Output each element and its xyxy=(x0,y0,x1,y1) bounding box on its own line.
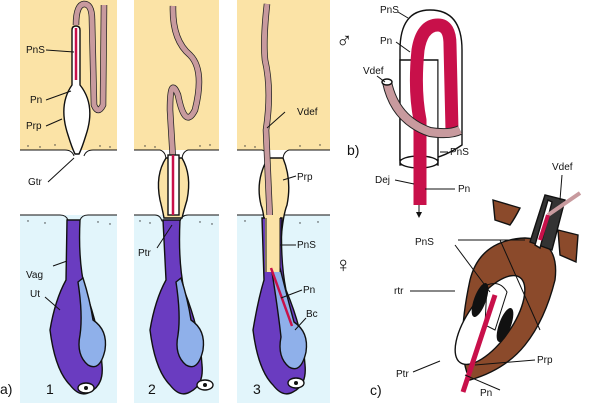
label-a-Prp: Prp xyxy=(26,121,42,132)
vagina-2 xyxy=(149,219,214,395)
label-b-Pn-bottom: Pn xyxy=(458,184,470,195)
panel-b: PnS Pn Vdef PnS Dej Pn b) ♂ xyxy=(336,5,470,218)
penis-3 xyxy=(269,267,294,327)
label-a-Pn3: Pn xyxy=(303,285,315,296)
male-symbol: ♂ xyxy=(336,28,353,53)
label-a-Bc: Bc xyxy=(306,309,318,320)
label-b-Dej: Dej xyxy=(375,175,390,186)
panel-c-label: c) xyxy=(370,382,382,398)
leader-lines-a xyxy=(44,49,307,331)
label-b-Pn-top: Pn xyxy=(380,36,392,47)
label-b-PnS-top: PnS xyxy=(380,5,399,16)
leader-lines-b xyxy=(376,11,455,190)
label-a-Gtr: Gtr xyxy=(28,177,43,188)
panel-a: PnS Pn Prp Gtr Vag Ut Ptr Vdef Prp PnS P… xyxy=(0,0,330,403)
label-a-Vag: Vag xyxy=(26,270,43,281)
label-a-Ptr: Ptr xyxy=(138,248,151,259)
label-a-Prp3: Prp xyxy=(297,172,313,183)
preputium-flap-left xyxy=(492,199,521,226)
stage-3-label: 3 xyxy=(253,381,261,397)
panel-a-label: a) xyxy=(0,381,12,397)
label-b-Vdef: Vdef xyxy=(363,66,384,77)
label-c-Vdef: Vdef xyxy=(552,162,573,173)
label-c-Ptr: Ptr xyxy=(396,369,409,380)
tissue-dots xyxy=(27,144,321,225)
vagina-1 xyxy=(49,219,107,395)
penis-c xyxy=(460,294,498,393)
label-b-PnS-bottom: PnS xyxy=(450,147,469,158)
panel-c: Vdef PnS rtr Ptr Pn Prp c) ♀ xyxy=(335,162,582,399)
label-c-rtr: rtr xyxy=(394,286,404,297)
stage-2-label: 2 xyxy=(148,381,156,397)
vas-deferens-c xyxy=(546,191,582,217)
preputium-1 xyxy=(63,25,91,155)
label-c-Pn: Pn xyxy=(480,388,492,399)
label-a-Ut: Ut xyxy=(30,289,40,300)
panel-b-label: b) xyxy=(347,142,359,158)
female-symbol: ♀ xyxy=(335,252,352,277)
vagina-3 xyxy=(252,215,308,395)
label-c-PnS: PnS xyxy=(415,237,434,248)
label-a-Pn: Pn xyxy=(30,95,42,106)
penis-coiled-b xyxy=(409,18,459,205)
preputium-flap-right xyxy=(557,229,579,264)
stage-1-label: 1 xyxy=(46,381,54,397)
label-a-PnS: PnS xyxy=(26,45,45,56)
leader-lines-c xyxy=(410,174,563,391)
label-a-PnS3: PnS xyxy=(297,240,316,251)
male-tissue-3 xyxy=(237,0,330,150)
label-a-Vdef: Vdef xyxy=(297,107,318,118)
label-c-Prp: Prp xyxy=(537,355,553,366)
